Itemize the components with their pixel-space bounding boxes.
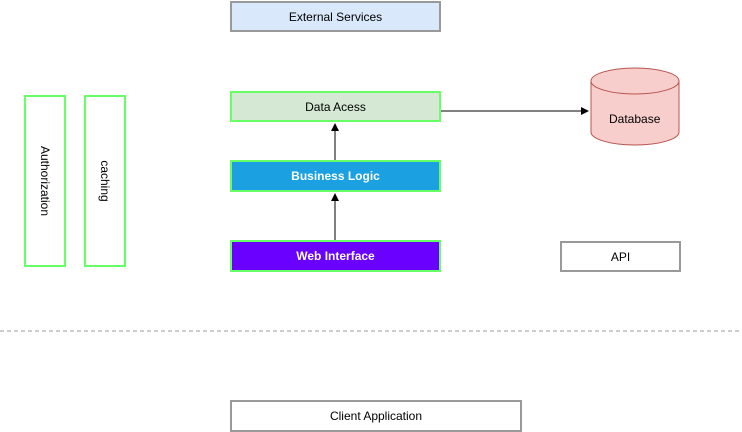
external-services-label: External Services [288, 9, 383, 24]
caching-label: caching [98, 160, 112, 202]
business-logic-box[interactable]: Business Logic [230, 160, 441, 192]
database-label: Database [609, 112, 661, 126]
client-application-box[interactable]: Client Application [230, 400, 522, 432]
external-services-box[interactable]: External Services [230, 1, 441, 32]
api-box[interactable]: API [560, 241, 681, 272]
api-label: API [610, 249, 631, 264]
caching-box[interactable]: caching [84, 95, 126, 267]
authorization-box[interactable]: Authorization [24, 95, 66, 267]
data-access-label: Data Acess [305, 99, 366, 114]
business-logic-label: Business Logic [291, 169, 380, 183]
authorization-label: Authorization [38, 145, 52, 217]
web-interface-box[interactable]: Web Interface [230, 240, 441, 272]
web-interface-label: Web Interface [296, 249, 375, 263]
database-cylinder[interactable] [590, 67, 680, 146]
client-application-label: Client Application [329, 409, 423, 423]
data-access-box[interactable]: Data Acess [230, 91, 441, 122]
